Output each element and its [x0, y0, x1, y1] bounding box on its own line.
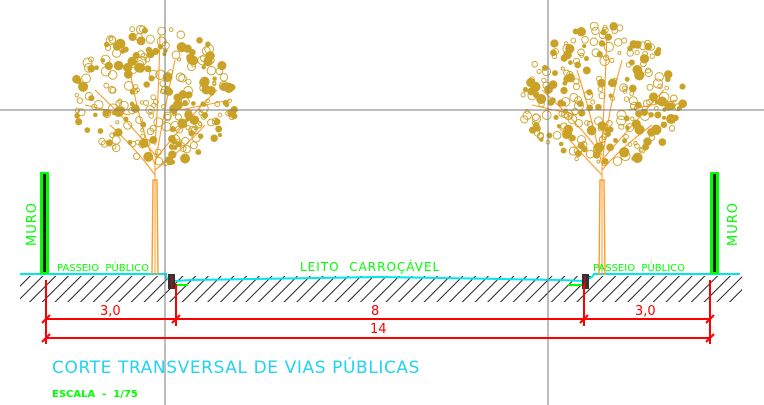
sidewalk-label-left: PASSEIO PÚBLICO: [57, 261, 149, 274]
right-wall: [710, 172, 719, 274]
dimension-right-sidewalk: 3,0: [635, 304, 656, 319]
left-wall: [40, 172, 49, 274]
dimension-left-sidewalk: 3,0: [100, 304, 121, 319]
dimension-roadway: 8: [371, 304, 379, 319]
dimension-lines: [41, 280, 715, 344]
left-curb: [168, 274, 188, 289]
tree-icon: [72, 24, 238, 276]
soil-hatch: [20, 276, 742, 302]
wall-label-left: MURO: [25, 202, 40, 246]
sidewalk-label-right: PASSEIO PÚBLICO: [593, 261, 685, 274]
dimension-total: 14: [370, 322, 387, 337]
roadway-label: LEITO CARROÇÁVEL: [300, 259, 440, 274]
ground-line: [20, 273, 740, 283]
tree-icon: [520, 21, 688, 276]
wall-label-right: MURO: [726, 202, 741, 246]
scale-note: ESCALA - 1/75: [52, 389, 138, 400]
drawing-title: CORTE TRANSVERSAL DE VIAS PÚBLICAS: [52, 356, 420, 378]
